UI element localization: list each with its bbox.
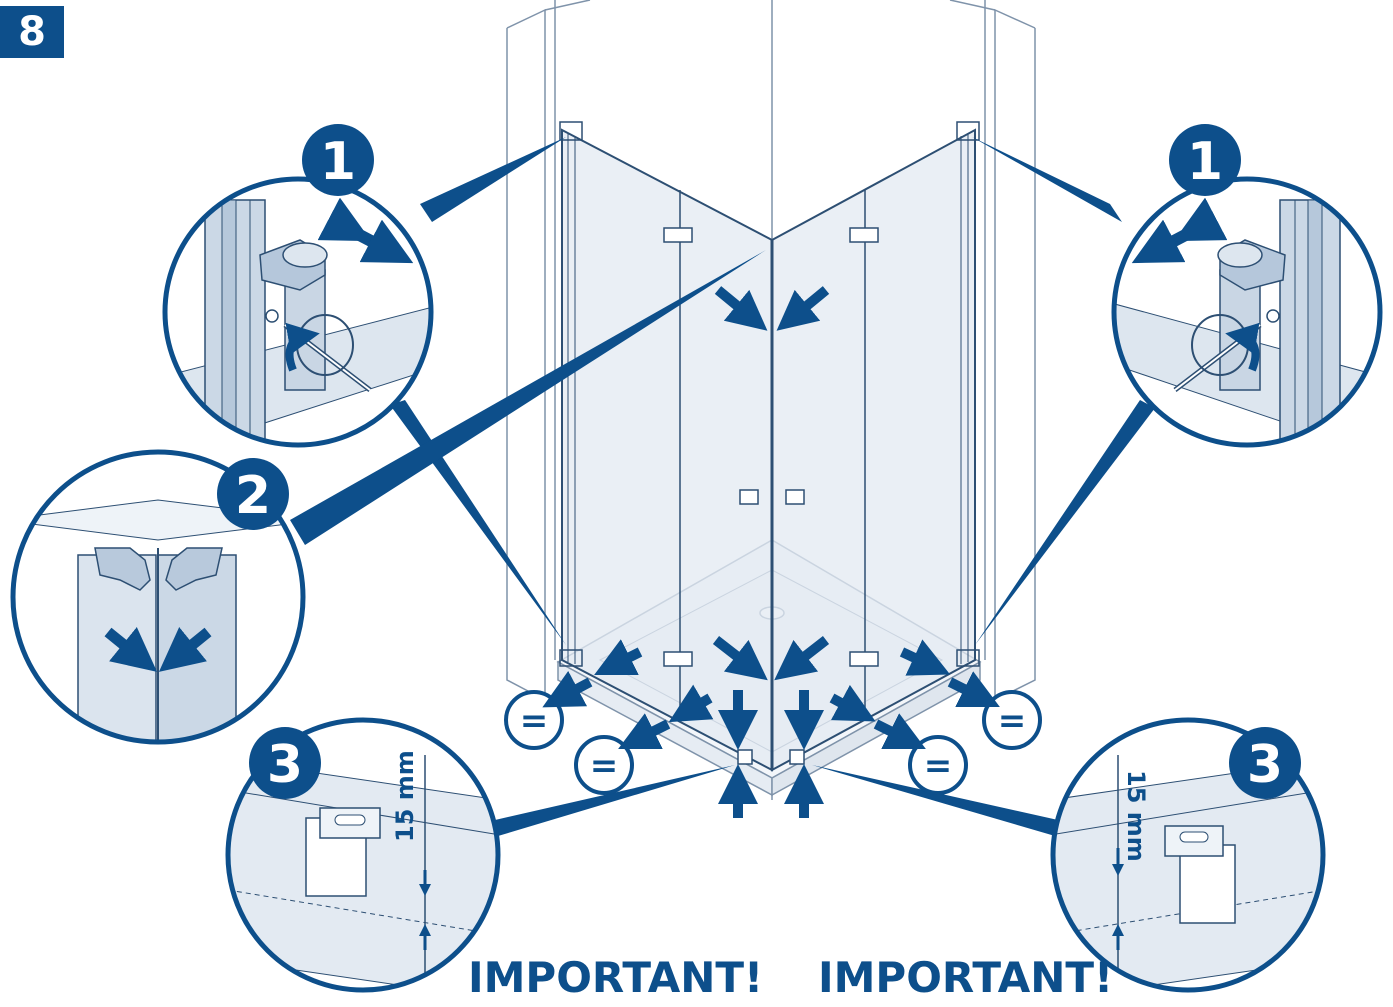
detail-circle-hinge-right — [1111, 176, 1383, 448]
svg-text:3: 3 — [1247, 735, 1283, 795]
equal-sign-1: = — [504, 690, 564, 750]
svg-text:=: = — [924, 746, 953, 786]
equal-sign-3: = — [908, 735, 968, 795]
detail-circle-spacer-left: 15 mm — [225, 717, 501, 993]
svg-text:=: = — [590, 746, 619, 786]
equal-sign-2: = — [574, 735, 634, 795]
alignment-arrows — [542, 286, 1000, 818]
step-number-badge: 8 — [0, 6, 64, 58]
detail-circle-hinge-left — [162, 176, 434, 448]
svg-text:3: 3 — [267, 735, 303, 795]
callout-leaders — [290, 137, 1155, 836]
svg-text:=: = — [520, 701, 549, 741]
detail-badge-3-left: 3 — [249, 727, 321, 799]
important-warning-left: IMPORTANT! — [468, 953, 763, 1002]
svg-text:2: 2 — [235, 466, 271, 526]
detail-badge-1-left: 1 — [302, 124, 374, 196]
important-warning-right: IMPORTANT! — [818, 953, 1113, 1002]
measurement-label-right: 15 mm — [1122, 770, 1150, 862]
glass-panel-right — [771, 121, 980, 772]
detail-badge-2: 2 — [217, 458, 289, 530]
detail-circle-corner-profile — [10, 449, 306, 745]
wall-corner — [506, 0, 1036, 701]
svg-text:=: = — [998, 701, 1027, 741]
detail-badge-3-right: 3 — [1229, 727, 1301, 799]
equal-sign-4: = — [982, 690, 1042, 750]
svg-text:1: 1 — [1187, 132, 1223, 192]
glass-panel-left — [559, 121, 773, 772]
measurement-label-left: 15 mm — [391, 750, 419, 842]
corner-profile — [737, 240, 805, 770]
svg-text:1: 1 — [320, 132, 356, 192]
detail-badge-1-right: 1 — [1169, 124, 1241, 196]
